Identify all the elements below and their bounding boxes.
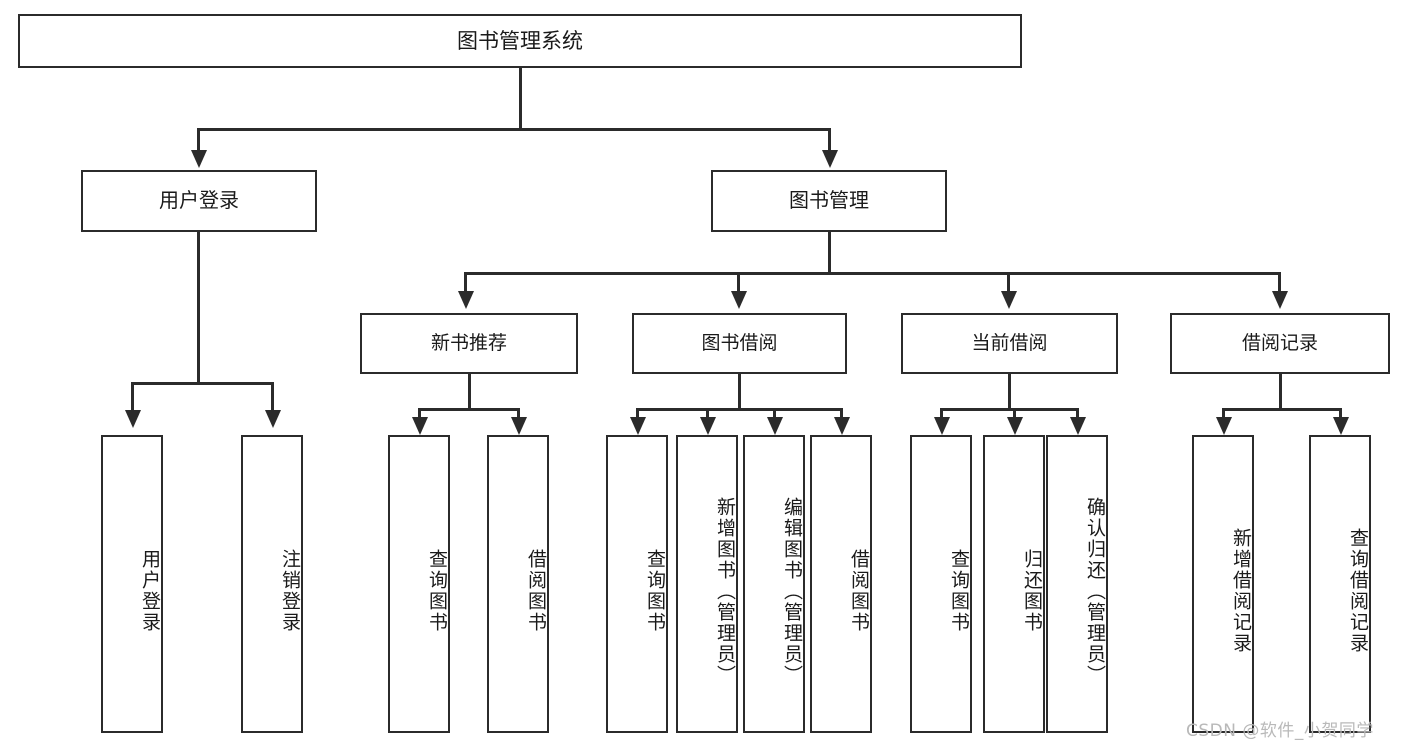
connector-to-leaf-br-1 bbox=[1339, 408, 1342, 420]
arrow-icon-to-new-book-recommend bbox=[458, 291, 474, 309]
arrow-icon-to-leaf-cb-0 bbox=[934, 417, 950, 435]
connector-to-current-borrow bbox=[1007, 272, 1010, 294]
connector-to-leaf-cb-2 bbox=[1076, 408, 1079, 420]
leaf-query-borrow-record[interactable]: 查询借阅记录 bbox=[1309, 435, 1371, 733]
node-root-book-management-system[interactable]: 图书管理系统 bbox=[18, 14, 1022, 68]
node-label: 新增图书（管理员） bbox=[714, 496, 736, 686]
connector-book-management-bar bbox=[464, 272, 1278, 275]
connector-book-borrow-stem bbox=[738, 374, 741, 408]
arrow-icon-to-leaf-user-login bbox=[125, 410, 141, 428]
connector-to-leaf-bb-3 bbox=[840, 408, 843, 420]
connector-to-leaf-nbr-1 bbox=[517, 408, 520, 420]
leaf-query-book-recommend[interactable]: 查询图书 bbox=[388, 435, 450, 733]
connector-to-leaf-bb-2 bbox=[773, 408, 776, 420]
connector-new-book-recommend-stem bbox=[468, 374, 471, 408]
connector-borrow-record-bar bbox=[1222, 408, 1342, 411]
node-label: 图书管理系统 bbox=[457, 28, 583, 53]
arrow-icon-to-leaf-nbr-0 bbox=[412, 417, 428, 435]
connector-to-leaf-bb-1 bbox=[706, 408, 709, 420]
arrow-icon-to-leaf-logout bbox=[265, 410, 281, 428]
leaf-return-book[interactable]: 归还图书 bbox=[983, 435, 1045, 733]
node-label: 查询借阅记录 bbox=[1347, 528, 1369, 654]
node-book-borrow[interactable]: 图书借阅 bbox=[632, 313, 847, 374]
connector-new-book-recommend-bar bbox=[418, 408, 520, 411]
node-label: 注销登录 bbox=[279, 549, 301, 633]
node-label: 新书推荐 bbox=[430, 332, 507, 355]
connector-to-leaf-nbr-0 bbox=[418, 408, 421, 420]
connector-to-book-borrow bbox=[737, 272, 740, 294]
node-label: 借阅记录 bbox=[1241, 332, 1318, 355]
node-label: 新增借阅记录 bbox=[1230, 528, 1252, 654]
node-label: 用户登录 bbox=[159, 188, 239, 213]
node-user-login[interactable]: 用户登录 bbox=[81, 170, 317, 232]
leaf-confirm-return-admin[interactable]: 确认归还（管理员） bbox=[1046, 435, 1108, 733]
leaf-borrow-book-recommend[interactable]: 借阅图书 bbox=[487, 435, 549, 733]
connector-to-leaf-bb-0 bbox=[636, 408, 639, 420]
node-borrow-record[interactable]: 借阅记录 bbox=[1170, 313, 1390, 374]
leaf-add-borrow-record[interactable]: 新增借阅记录 bbox=[1192, 435, 1254, 733]
node-label: 借阅图书 bbox=[848, 549, 870, 633]
arrow-icon-to-leaf-bb-0 bbox=[630, 417, 646, 435]
arrow-icon-to-leaf-br-0 bbox=[1216, 417, 1232, 435]
node-label: 图书借阅 bbox=[701, 332, 778, 355]
connector-root-bar bbox=[197, 128, 831, 131]
leaf-user-login[interactable]: 用户登录 bbox=[101, 435, 163, 733]
arrow-icon-to-leaf-bb-1 bbox=[700, 417, 716, 435]
arrow-icon-to-leaf-cb-1 bbox=[1007, 417, 1023, 435]
connector-to-leaf-cb-0 bbox=[940, 408, 943, 420]
node-label: 查询图书 bbox=[644, 549, 666, 633]
connector-root-to-user-login bbox=[197, 128, 200, 154]
arrow-icon-to-user-login bbox=[191, 150, 207, 168]
node-label: 确认归还（管理员） bbox=[1084, 496, 1106, 686]
node-label: 归还图书 bbox=[1021, 549, 1043, 633]
connector-book-borrow-bar bbox=[636, 408, 842, 411]
connector-to-leaf-cb-1 bbox=[1013, 408, 1016, 420]
connector-to-leaf-user-login bbox=[131, 382, 134, 414]
arrow-icon-to-leaf-bb-3 bbox=[834, 417, 850, 435]
arrow-icon-to-book-borrow bbox=[731, 291, 747, 309]
leaf-query-book-current[interactable]: 查询图书 bbox=[910, 435, 972, 733]
arrow-icon-to-leaf-cb-2 bbox=[1070, 417, 1086, 435]
node-label: 借阅图书 bbox=[525, 549, 547, 633]
arrow-icon-to-leaf-bb-2 bbox=[767, 417, 783, 435]
connector-root-to-book-management bbox=[828, 128, 831, 154]
node-label: 当前借阅 bbox=[971, 332, 1048, 355]
connector-borrow-record-stem bbox=[1279, 374, 1282, 408]
connector-root-stem bbox=[519, 68, 522, 128]
connector-to-borrow-record bbox=[1278, 272, 1281, 294]
node-label: 图书管理 bbox=[789, 188, 869, 213]
arrow-icon-to-current-borrow bbox=[1001, 291, 1017, 309]
arrow-icon-to-book-management bbox=[822, 150, 838, 168]
connector-current-borrow-bar bbox=[940, 408, 1078, 411]
node-label: 查询图书 bbox=[426, 549, 448, 633]
connector-to-leaf-logout bbox=[271, 382, 274, 414]
arrow-icon-to-borrow-record bbox=[1272, 291, 1288, 309]
leaf-borrow-book[interactable]: 借阅图书 bbox=[810, 435, 872, 733]
leaf-add-book-admin[interactable]: 新增图书（管理员） bbox=[676, 435, 738, 733]
connector-user-login-bar bbox=[131, 382, 273, 385]
leaf-logout[interactable]: 注销登录 bbox=[241, 435, 303, 733]
connector-user-login-stem bbox=[197, 232, 200, 382]
node-new-book-recommend[interactable]: 新书推荐 bbox=[360, 313, 578, 374]
arrow-icon-to-leaf-nbr-1 bbox=[511, 417, 527, 435]
node-book-management[interactable]: 图书管理 bbox=[711, 170, 947, 232]
node-label: 用户登录 bbox=[139, 549, 161, 633]
node-label: 编辑图书（管理员） bbox=[781, 496, 803, 686]
connector-to-new-book-recommend bbox=[464, 272, 467, 294]
node-label: 查询图书 bbox=[948, 549, 970, 633]
leaf-query-book-borrow[interactable]: 查询图书 bbox=[606, 435, 668, 733]
leaf-edit-book-admin[interactable]: 编辑图书（管理员） bbox=[743, 435, 805, 733]
connector-to-leaf-br-0 bbox=[1222, 408, 1225, 420]
connector-current-borrow-stem bbox=[1008, 374, 1011, 408]
node-current-borrow[interactable]: 当前借阅 bbox=[901, 313, 1118, 374]
arrow-icon-to-leaf-br-1 bbox=[1333, 417, 1349, 435]
connector-book-management-stem bbox=[828, 232, 831, 272]
